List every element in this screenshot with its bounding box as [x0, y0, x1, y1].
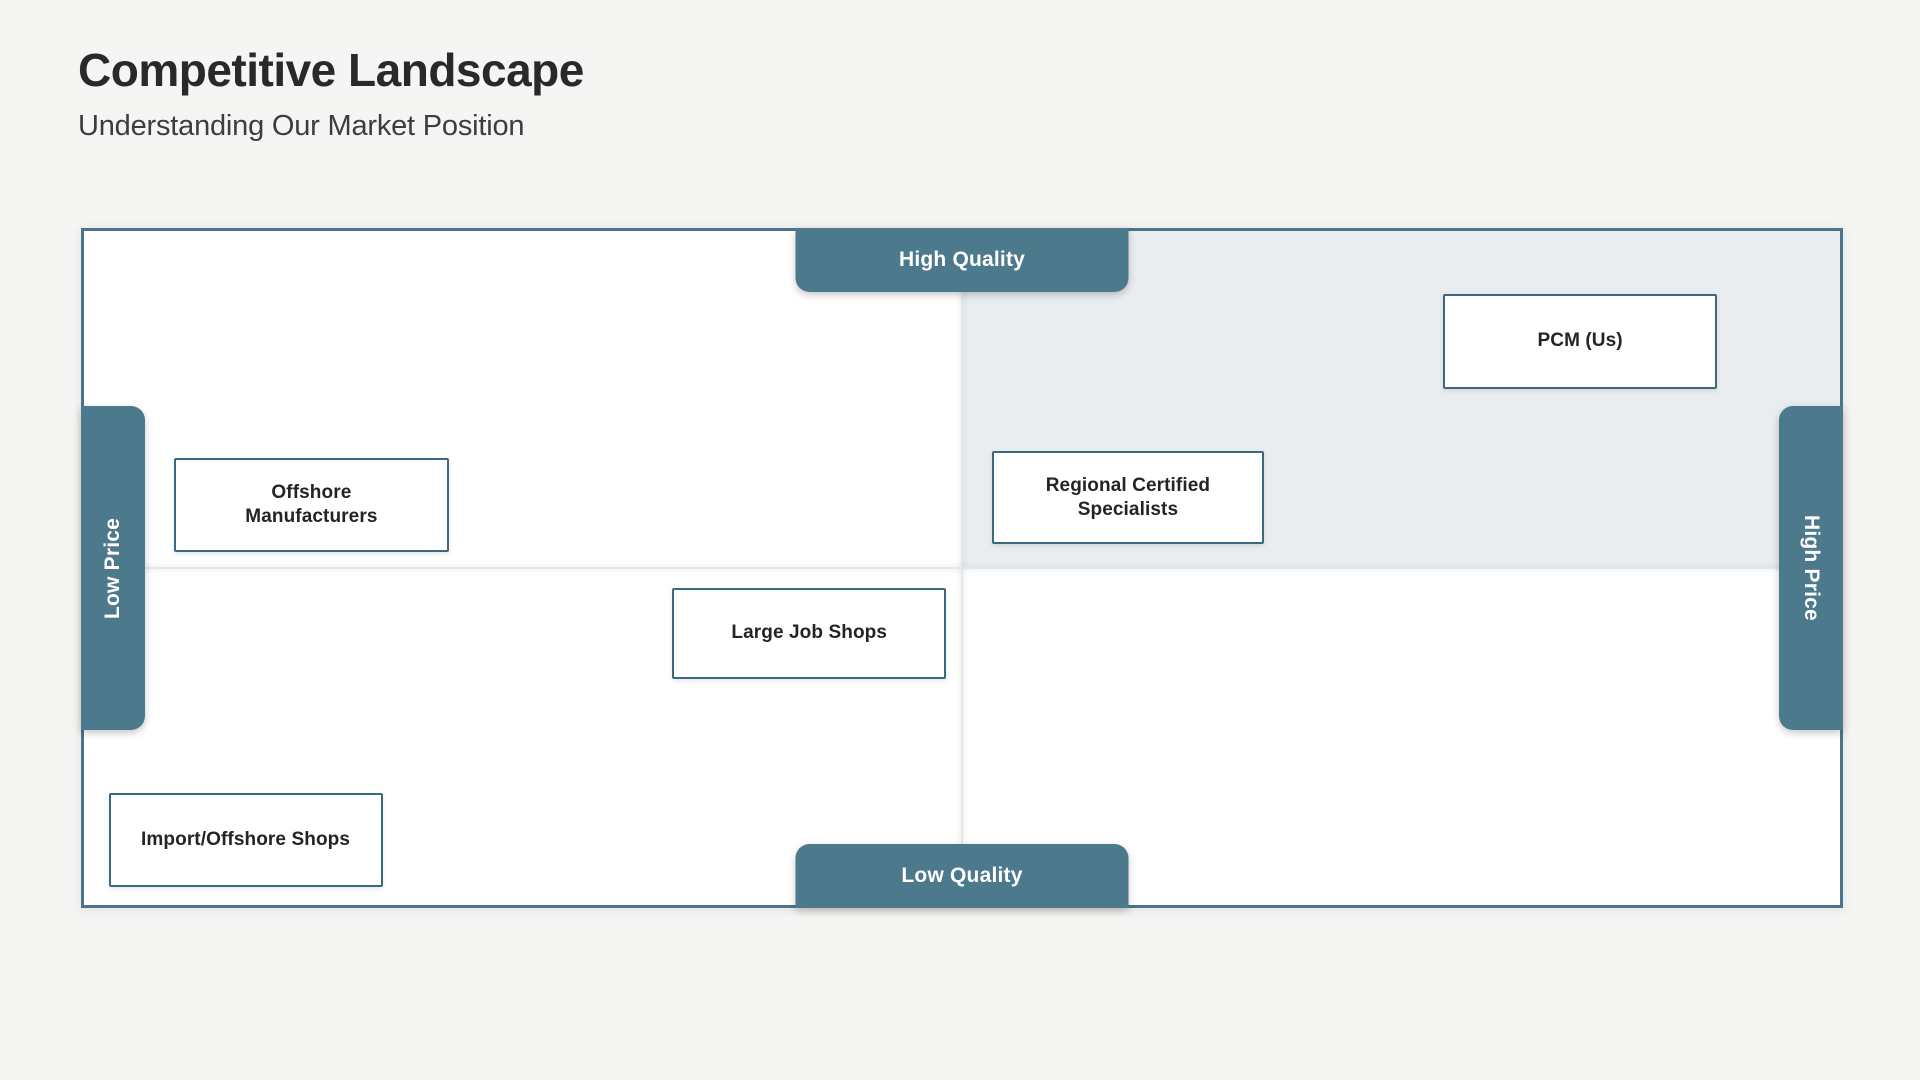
competitor-box-offshore-manufacturers: Offshore Manufacturers [173, 458, 450, 553]
axis-label-text: Low Quality [901, 864, 1023, 887]
competitor-label: PCM (Us) [1537, 330, 1623, 352]
competitor-box-import-offshore-shops: Import/Offshore Shops [108, 793, 383, 888]
competitor-box-large-job-shops: Large Job Shops [672, 587, 947, 679]
axis-label-high-price: High Price [1779, 406, 1843, 730]
quadrant-matrix: High Quality Low Quality Low Price High … [81, 228, 1843, 908]
axis-label-high-quality: High Quality [795, 228, 1129, 292]
competitor-box-regional-certified-specialists: Regional Certified Specialists [991, 451, 1265, 545]
competitor-label: Offshore Manufacturers [245, 481, 378, 528]
page-subtitle: Understanding Our Market Position [78, 109, 525, 142]
competitor-label: Import/Offshore Shops [141, 829, 351, 851]
axis-label-text: Low Price [101, 517, 124, 619]
competitors-layer: PCM (Us) Regional Certified Specialists Of… [84, 231, 1840, 905]
competitor-label: Large Job Shops [731, 621, 888, 643]
axis-label-text: High Price [1800, 515, 1823, 621]
header: Competitive Landscape Understanding Our … [78, 44, 584, 143]
axis-label-low-quality: Low Quality [795, 844, 1129, 908]
competitor-label: Regional Certified Specialists [1045, 474, 1211, 520]
axis-label-low-price: Low Price [81, 406, 145, 730]
page-title: Competitive Landscape [78, 44, 584, 96]
horizontal-divider [84, 567, 1840, 569]
axis-label-text: High Quality [898, 248, 1026, 271]
competitor-box-pcm-us: PCM (Us) [1443, 294, 1718, 389]
